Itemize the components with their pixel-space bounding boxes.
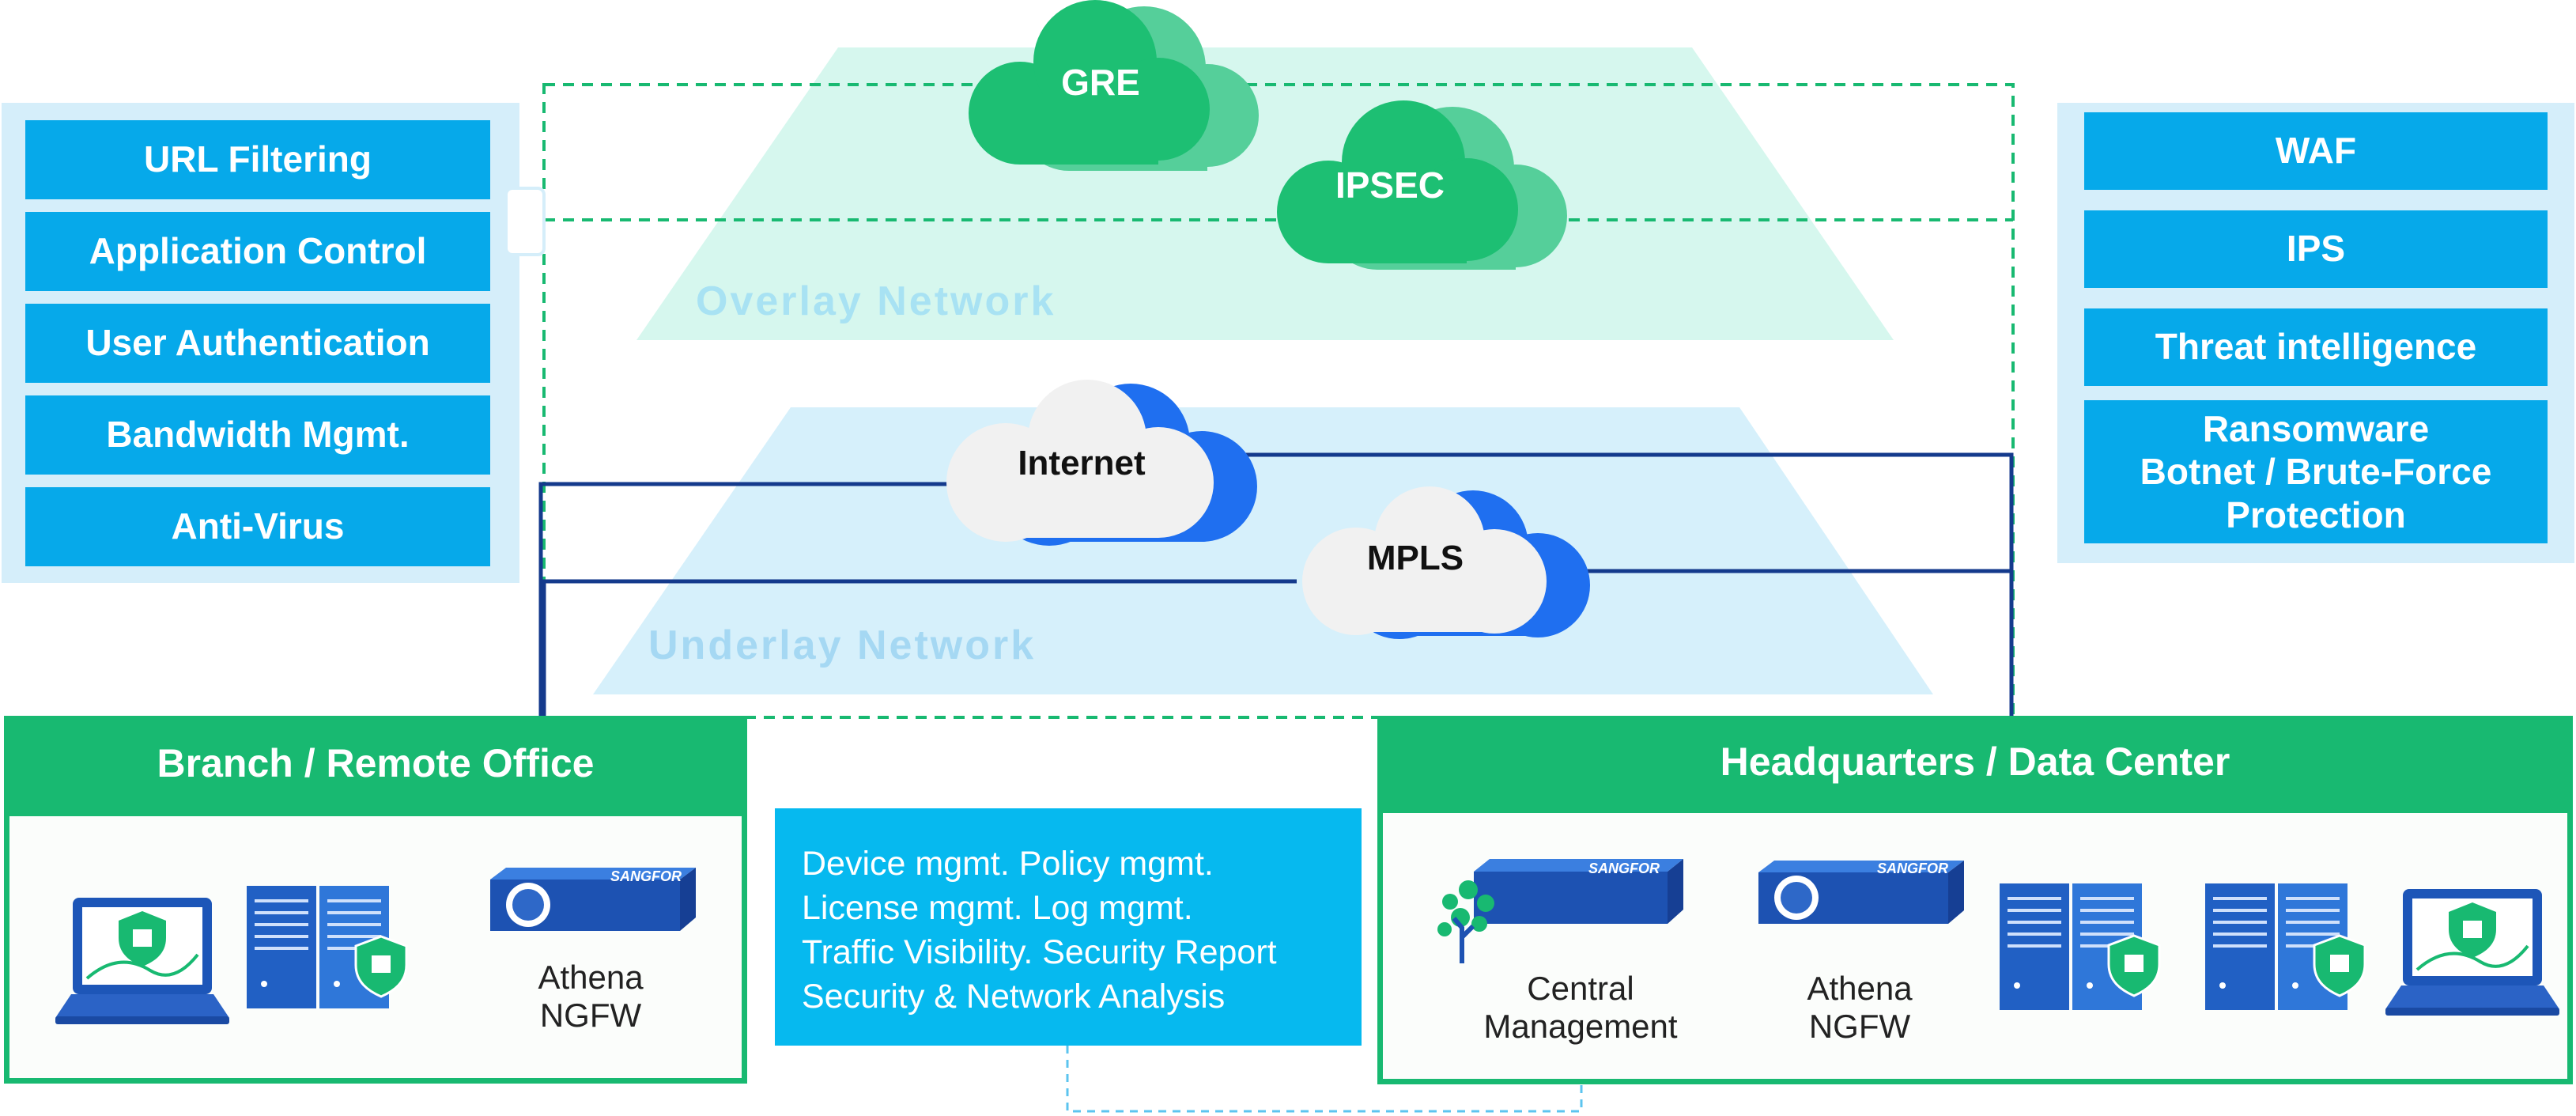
management-capabilities-box: Device mgmt. Policy mgmt. License mgmt. … — [775, 808, 1362, 1046]
feature-threat-intelligence: Threat intelligence — [2084, 308, 2548, 386]
mpls-label: MPLS — [1367, 539, 1464, 577]
mgmt-line-2: License mgmt. Log mgmt. — [802, 889, 1193, 927]
athena-ngfw-appliance — [490, 868, 696, 931]
overlay-plane — [636, 47, 1894, 340]
branch-vendor-label: SANGFOR — [610, 868, 682, 884]
overlay-tunnel-outline — [542, 83, 2015, 719]
hq-title: Headquarters / Data Center — [1377, 716, 2573, 808]
overlay-label: Overlay Network — [696, 278, 1056, 324]
internet-label: Internet — [1018, 444, 1146, 482]
feature-ransomware-protection: Ransomware Botnet / Brute-Force Protecti… — [2084, 400, 2548, 543]
central-management-label: Central Management — [1483, 970, 1678, 1046]
ipsec-label: IPSEC — [1335, 165, 1445, 206]
mpls-link-branch — [542, 579, 1297, 716]
hq-server-icon-2 — [2205, 883, 2366, 1010]
feature-waf: WAF — [2084, 112, 2548, 190]
feature-url-filtering: URL Filtering — [25, 120, 490, 199]
right-feature-list: WAF IPS Threat intelligence Ransomware B… — [2084, 112, 2548, 543]
feature-ips: IPS — [2084, 210, 2548, 288]
hq-athena-ngfw-appliance — [1758, 861, 1964, 924]
branch-box: SANGFOR Athena NGFW — [4, 811, 747, 1084]
hq-laptop-icon — [2385, 889, 2559, 1016]
mgmt-line-4: Security & Network Analysis — [802, 978, 1226, 1016]
feature-anti-virus: Anti-Virus — [25, 487, 490, 566]
hq-box: SANGFOR Central Management SANGFOR Athen… — [1377, 808, 2573, 1084]
mgmt-line-1: Device mgmt. Policy mgmt. — [802, 845, 1214, 883]
gre-label: GRE — [1061, 62, 1140, 103]
central-vendor-label: SANGFOR — [1588, 861, 1660, 876]
server-icon — [247, 886, 408, 1008]
mgmt-line-3: Traffic Visibility. Security Report — [802, 933, 1277, 971]
ipsec-cloud-icon — [1277, 100, 1567, 270]
gre-cloud-icon — [969, 0, 1259, 171]
feature-application-control: Application Control — [25, 212, 490, 291]
internet-link-branch — [538, 482, 957, 716]
left-feature-list: URL Filtering Application Control User A… — [25, 120, 490, 567]
hq-vendor-label: SANGFOR — [1877, 861, 1948, 876]
feature-user-authentication: User Authentication — [25, 304, 490, 383]
laptop-icon — [55, 898, 229, 1024]
underlay-label: Underlay Network — [648, 622, 1036, 668]
feature-bandwidth-mgmt: Bandwidth Mgmt. — [25, 395, 490, 475]
panel-connector — [504, 187, 546, 256]
underlay-plane — [593, 407, 1933, 694]
hq-server-icon-1 — [2000, 883, 2161, 1010]
central-management-appliance — [1437, 859, 1683, 963]
internet-link-hq — [1233, 452, 2014, 716]
internet-cloud-icon — [946, 380, 1257, 546]
hq-ngfw-label: Athena NGFW — [1807, 970, 1913, 1046]
branch-ngfw-label: Athena NGFW — [538, 959, 644, 1035]
branch-title: Branch / Remote Office — [4, 716, 747, 811]
mpls-cloud-icon — [1302, 486, 1590, 639]
